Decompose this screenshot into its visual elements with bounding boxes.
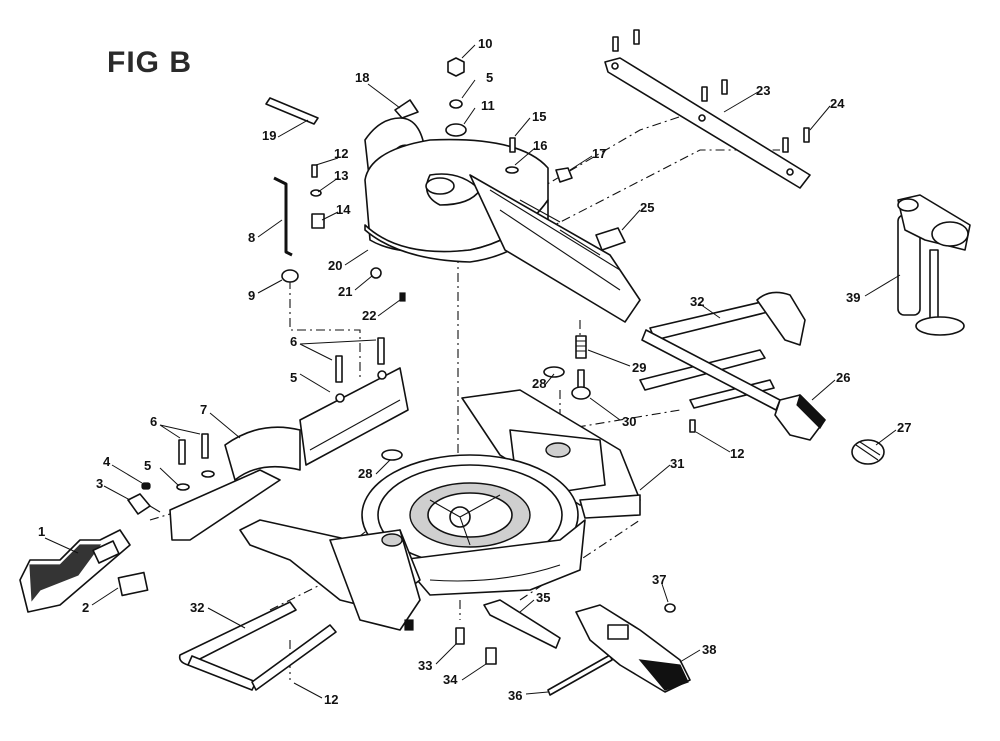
part-clip <box>595 227 626 251</box>
callout-8: 8 <box>248 230 255 245</box>
callout-25: 25 <box>640 200 654 215</box>
callout-28a: 28 <box>532 376 546 391</box>
part-disk-28b <box>381 449 403 461</box>
callout-29: 29 <box>632 360 646 375</box>
callout-33: 33 <box>418 658 432 673</box>
callout-7: 7 <box>200 402 207 417</box>
part-front-handle <box>178 601 337 691</box>
callout-6a: 6 <box>150 414 157 429</box>
callout-2: 2 <box>82 600 89 615</box>
callout-36: 36 <box>508 688 522 703</box>
callout-11: 11 <box>481 98 495 113</box>
callout-23: 23 <box>756 83 770 98</box>
part-screw-12-right <box>689 419 696 433</box>
callout-1: 1 <box>38 524 45 539</box>
part-label <box>117 571 149 597</box>
callout-28b: 28 <box>358 466 372 481</box>
part-fence-screws <box>176 433 215 491</box>
part-screw-34 <box>485 647 497 665</box>
part-disk-28a <box>543 366 565 378</box>
part-miter-arm <box>364 138 641 323</box>
part-rear-plate <box>604 29 811 189</box>
callout-30: 30 <box>622 414 636 429</box>
callout-39: 39 <box>846 290 860 305</box>
callout-21: 21 <box>338 284 352 299</box>
part-spring <box>575 335 587 359</box>
callout-5b: 5 <box>290 370 297 385</box>
part-screw-33 <box>455 627 465 645</box>
part-rail-hardware <box>505 137 573 183</box>
callout-19: 19 <box>262 128 276 143</box>
part-nut-37 <box>664 603 676 613</box>
leader-lines <box>44 44 901 699</box>
callout-35: 35 <box>536 590 550 605</box>
part-left-fence <box>169 337 409 541</box>
part-extension-rod <box>641 329 826 441</box>
callout-32b: 32 <box>190 600 204 615</box>
callout-38: 38 <box>702 642 716 657</box>
callout-12a: 12 <box>334 146 348 161</box>
callout-12b: 12 <box>730 446 744 461</box>
callout-14: 14 <box>336 202 351 217</box>
callout-10: 10 <box>478 36 492 51</box>
callout-20: 20 <box>328 258 342 273</box>
callout-34: 34 <box>443 672 458 687</box>
part-small-fasteners <box>310 164 325 229</box>
callout-12c: 12 <box>324 692 338 707</box>
callout-15: 15 <box>532 109 546 124</box>
part-hex-key <box>273 176 293 257</box>
callout-17: 17 <box>592 146 606 161</box>
callout-32a: 32 <box>690 294 704 309</box>
callout-9: 9 <box>248 288 255 303</box>
part-cap <box>394 99 419 119</box>
callout-26: 26 <box>836 370 850 385</box>
callout-6b: 6 <box>290 334 297 349</box>
callout-3: 3 <box>96 476 103 491</box>
callout-27: 27 <box>897 420 911 435</box>
part-lock-nut <box>281 269 299 283</box>
callout-4: 4 <box>103 454 111 469</box>
callout-31: 31 <box>670 456 684 471</box>
part-base-left-arm <box>239 519 421 631</box>
part-lock-bolt <box>547 654 613 696</box>
part-fence-knob <box>127 493 161 515</box>
part-small-nut <box>141 482 151 490</box>
callout-13: 13 <box>334 168 348 183</box>
part-pin <box>265 97 319 125</box>
callout-5a: 5 <box>144 458 151 473</box>
callout-16: 16 <box>533 138 547 153</box>
part-end-cap <box>851 439 885 465</box>
callout-labels: 1 2 3 4 5 5 5 6 6 7 8 9 10 11 12 12 12 1… <box>38 36 911 707</box>
callout-22: 22 <box>362 308 376 323</box>
callout-24: 24 <box>830 96 845 111</box>
part-fence-cover <box>19 529 131 613</box>
part-work-clamp <box>897 194 971 336</box>
part-pivot-hardware <box>445 57 467 137</box>
part-pin-22 <box>399 292 406 302</box>
part-miter-pointer <box>483 599 561 649</box>
part-miter-lock-lever <box>575 604 691 693</box>
callout-37: 37 <box>652 572 666 587</box>
figure-title: FIG B <box>107 46 192 79</box>
part-nut-21 <box>370 267 382 279</box>
part-turntable-base <box>361 454 586 596</box>
part-detent-knob <box>571 369 591 400</box>
callout-5c: 5 <box>486 70 493 85</box>
callout-18: 18 <box>355 70 369 85</box>
